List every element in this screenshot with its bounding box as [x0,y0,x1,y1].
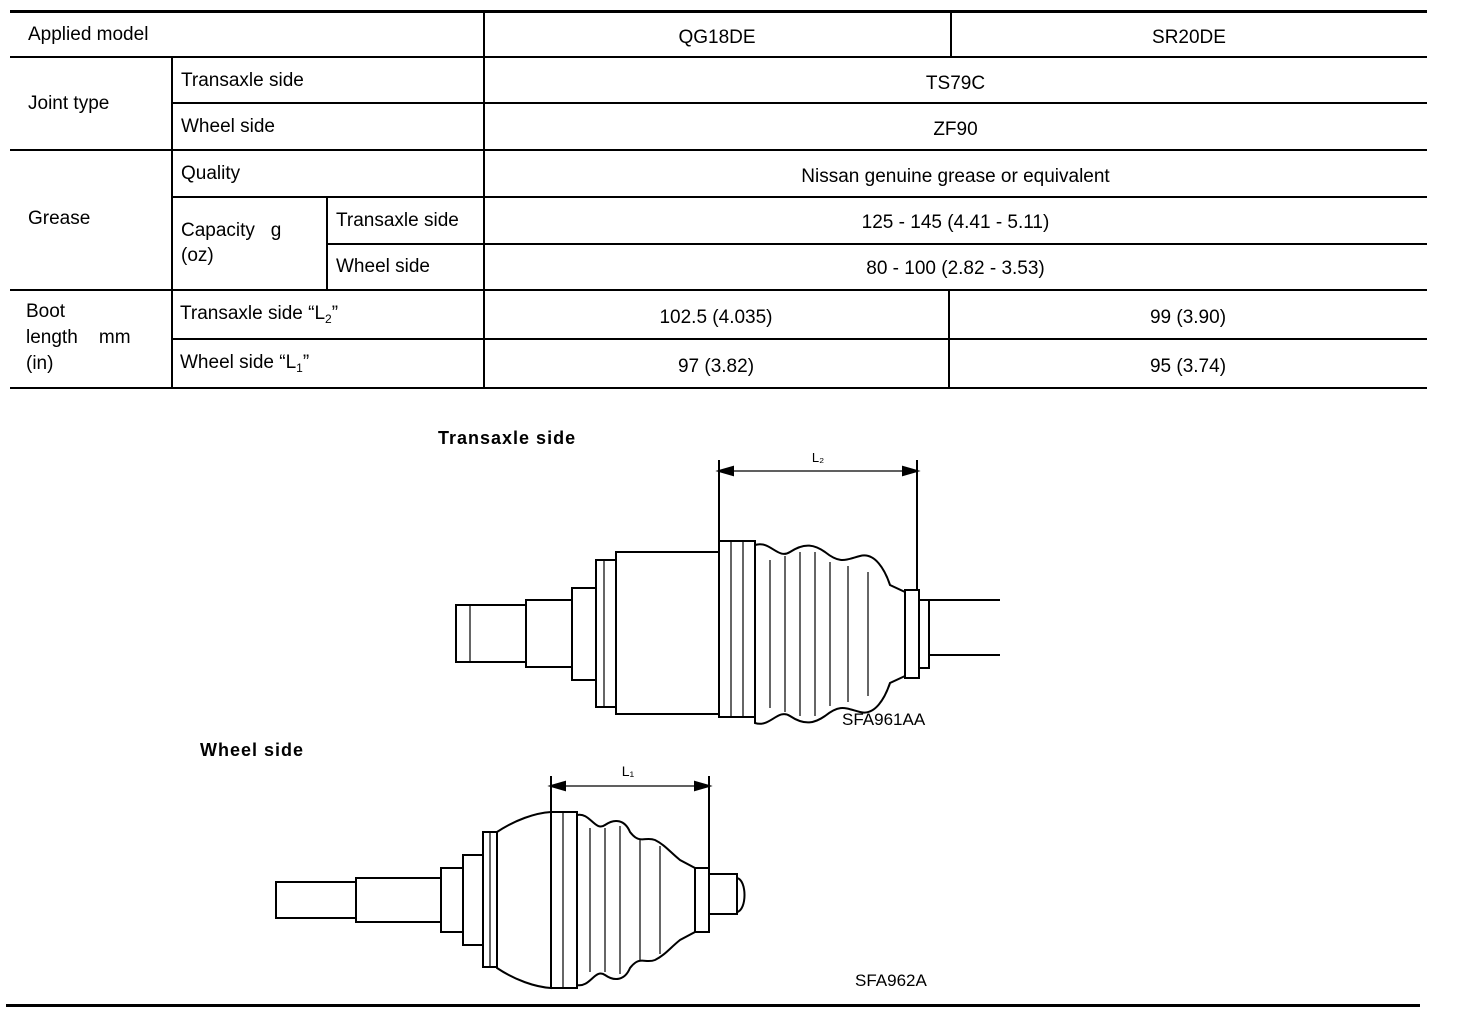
table-vrule [950,12,952,57]
boot-length-label-2: length mm [26,327,131,348]
table-vrule [948,290,950,388]
table-rule [10,56,1427,58]
capacity-wheel-value: 80 - 100 (2.82 - 3.53) [866,258,1045,279]
grease-capacity-label: Capacity g [181,220,282,241]
grease-quality-value: Nissan genuine grease or equivalent [801,166,1110,187]
capacity-transaxle-label: Transaxle side [336,210,459,231]
boot-wheel-label: Wheel side “L1” [180,352,310,375]
boot-wheel-value-qg18de: 97 (3.82) [677,356,755,377]
table-vrule [326,197,328,290]
joint-transaxle-value: TS79C [925,73,986,94]
boot-transaxle-value-qg18de: 102.5 (4.035) [659,307,773,328]
table-rule [327,243,1427,245]
joint-transaxle-label: Transaxle side [181,70,304,91]
wheel-figure-code: SFA962A [855,971,927,990]
boot-transaxle-label: Transaxle side “L2” [180,303,339,326]
table-rule [10,289,1427,291]
wheel-figure-title: Wheel side [200,740,305,760]
table-vrule [171,57,173,388]
applied-model-label: Applied model [28,24,149,45]
capacity-wheel-label: Wheel side [336,256,430,277]
table-rule [10,149,1427,151]
transaxle-figure-title: Transaxle side [438,428,577,448]
joint-type-label: Joint type [28,93,110,114]
table-rule [172,102,1427,104]
l1-dimension-label: L₁ [622,763,635,779]
page-bottom-rule [6,1004,1420,1007]
grease-label: Grease [28,208,91,229]
boot-length-label-1: Boot [26,301,66,322]
capacity-transaxle-value: 125 - 145 (4.41 - 5.11) [861,212,1050,233]
table-top-rule [10,10,1427,13]
table-rule [172,338,1427,340]
joint-wheel-label: Wheel side [181,116,275,137]
boot-wheel-value-sr20de: 95 (3.74) [1149,356,1227,377]
model-qg18de: QG18DE [678,27,756,48]
table-bottom-rule [10,387,1427,389]
transaxle-figure-code: SFA961AA [842,710,926,729]
boot-length-label-3: (in) [26,353,54,374]
grease-capacity-unit: (oz) [181,245,214,266]
model-sr20de: SR20DE [1152,27,1226,48]
table-rule [172,196,1427,198]
l2-dimension-label: L₂ [812,450,824,465]
grease-quality-label: Quality [181,163,241,184]
boot-transaxle-value-sr20de: 99 (3.90) [1149,307,1227,328]
joint-wheel-value: ZF90 [933,119,978,140]
table-vrule [483,12,485,388]
